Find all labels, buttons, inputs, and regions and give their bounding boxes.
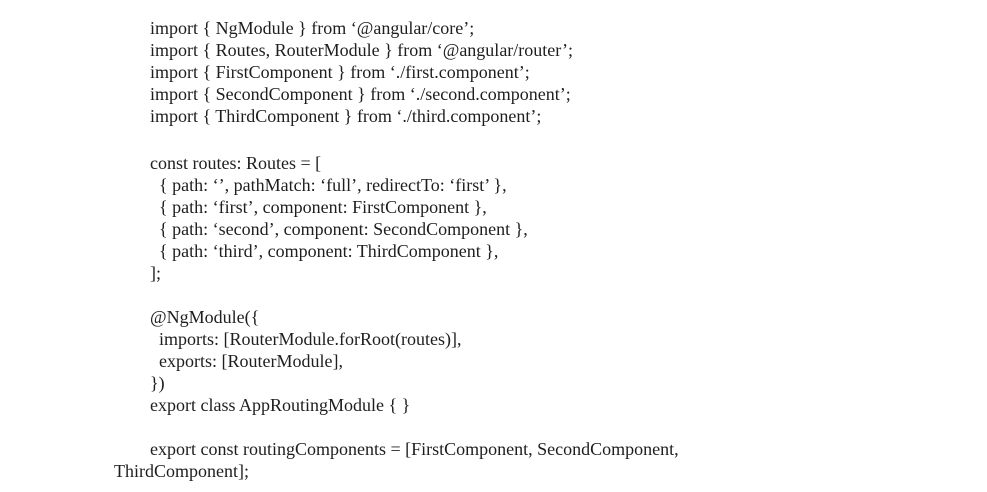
code-line: const routes: Routes = [ (150, 153, 322, 173)
code-line: import { NgModule } from ‘@angular/core’… (150, 18, 475, 38)
code-line: imports: [RouterModule.forRoot(routes)], (159, 329, 462, 349)
code-line: { path: ‘third’, component: ThirdCompone… (159, 241, 499, 261)
code-block: import { NgModule } from ‘@angular/core’… (114, 17, 977, 482)
code-line: export class AppRoutingModule { } (150, 395, 411, 415)
code-line: @NgModule({ (150, 307, 260, 327)
code-line: import { ThirdComponent } from ‘./third.… (150, 106, 542, 126)
code-line: export const routingComponents = [FirstC… (150, 439, 679, 459)
code-paragraph: @NgModule({imports: [RouterModule.forRoo… (114, 306, 977, 416)
code-paragraph: import { NgModule } from ‘@angular/core’… (114, 17, 977, 127)
code-line: import { Routes, RouterModule } from ‘@a… (150, 40, 573, 60)
code-line: import { FirstComponent } from ‘./first.… (150, 62, 530, 82)
code-line: { path: ‘second’, component: SecondCompo… (159, 219, 528, 239)
code-paragraph: const routes: Routes = [{ path: ‘’, path… (114, 152, 977, 284)
code-paragraph: export const routingComponents = [FirstC… (114, 438, 977, 482)
code-line: }) (150, 373, 165, 393)
code-line: exports: [RouterModule], (159, 351, 343, 371)
code-line: { path: ‘’, pathMatch: ‘full’, redirectT… (159, 175, 507, 195)
code-line: ThirdComponent]; (114, 461, 249, 481)
code-line: ]; (150, 263, 161, 283)
code-line: { path: ‘first’, component: FirstCompone… (159, 197, 487, 217)
code-line: import { SecondComponent } from ‘./secon… (150, 84, 571, 104)
